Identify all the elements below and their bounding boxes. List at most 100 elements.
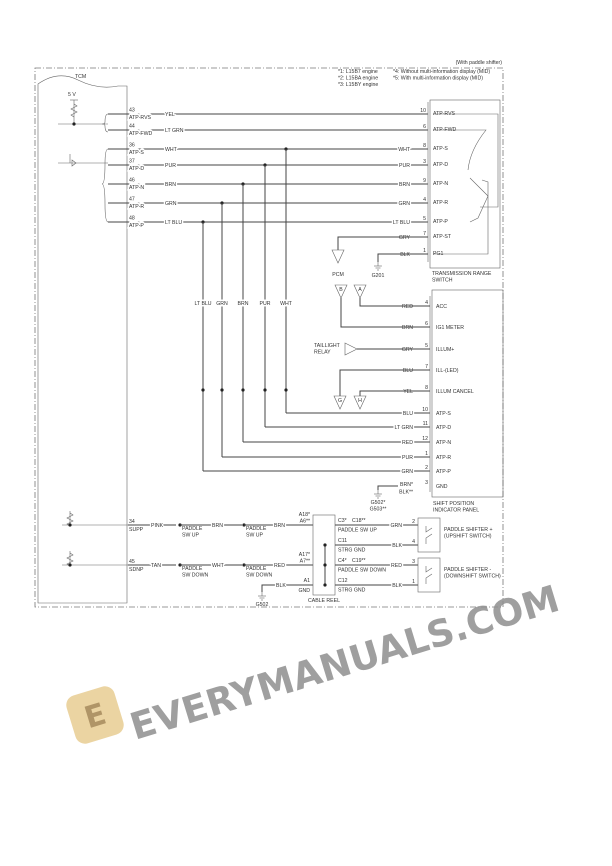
watermark-logo <box>66 686 124 744</box>
wire-color-label: GRY <box>399 235 411 241</box>
range-switch-pin-num: 6 <box>423 124 426 130</box>
tcm-pin-name: ATP-S <box>129 150 144 156</box>
tcm-pin-num: 37 <box>129 159 135 165</box>
wire-color-label: LT BLU <box>393 220 410 226</box>
inline-connector-label: SW DOWN <box>246 573 272 579</box>
panel-pin-name: ATP-N <box>436 440 451 446</box>
tcm-pin-name: ATP-RVS <box>129 115 152 121</box>
range-switch-pin-name: ATP-R <box>433 200 448 206</box>
wire-color-label: RED <box>391 563 402 569</box>
connector-b <box>334 284 348 299</box>
cable-reel-box <box>312 514 336 596</box>
pcm-label: PCM <box>332 272 344 278</box>
tcm-pin-name: ATP-R <box>129 204 144 210</box>
inline-connector-label: PADDLE <box>246 566 267 572</box>
wire-color-label: BRN <box>274 523 285 529</box>
panel-pin-name: IG1 METER <box>436 325 464 331</box>
panel-pin-name: ATP-P <box>436 469 451 475</box>
switch-contact-icon <box>425 566 433 584</box>
tcm-pin-name: ATP-N <box>129 185 144 191</box>
mid-note: *4: Without multi-information display (M… <box>393 69 490 75</box>
paddle-pin-num: 2 <box>412 519 415 525</box>
inline-connector-label: SW UP <box>246 533 264 539</box>
panel-pin-num: 12 <box>422 436 428 442</box>
range-switch-pin-name: ATP-P <box>433 219 448 225</box>
wire <box>261 584 313 592</box>
connector-dot <box>263 388 267 392</box>
connector-b-label: B <box>339 287 343 293</box>
cable-reel-circuit: PADDLE SW UP <box>338 528 377 534</box>
drop-wire-label: BRN <box>238 301 249 307</box>
resistor-icon <box>70 103 78 118</box>
drop-wire-label: PUR <box>260 301 271 307</box>
cable-reel-pin: C3* <box>338 518 347 524</box>
wire-color-label: GRN <box>401 469 413 475</box>
wire-color-label: LT GRN <box>165 128 184 134</box>
wire-color-label: BLK <box>392 543 402 549</box>
wire <box>339 369 430 396</box>
wire-color-label: TAN <box>151 563 161 569</box>
panel-pin-num: 5 <box>425 343 428 349</box>
panel-pin-num: 7 <box>425 364 428 370</box>
cable-reel-circuit: STRG GND <box>338 588 366 594</box>
range-switch-pin-num: 7 <box>423 231 426 237</box>
variant-label: (With paddle shifter) <box>456 60 503 66</box>
range-switch-title: SWITCH <box>432 278 453 284</box>
wire-color-label: GRN <box>165 201 177 207</box>
inline-connector-label: PADDLE <box>182 566 203 572</box>
inline-connector-label: PADDLE <box>182 526 203 532</box>
wire-color-label: BLK <box>276 583 286 589</box>
wire-color-label: BLK <box>392 583 402 589</box>
range-switch-pin-num: 8 <box>423 143 426 149</box>
connector-dot <box>284 388 288 392</box>
inline-connector-label: SW DOWN <box>182 573 208 579</box>
tcm-pin-name: ATP-D <box>129 166 144 172</box>
connector-a <box>353 284 367 299</box>
engine-note: *2: L15BA engine <box>338 76 378 82</box>
range-switch-pin-num: 5 <box>423 216 426 222</box>
splice-dot <box>68 563 72 567</box>
tcm-pin-num: 36 <box>129 143 135 149</box>
resistor-icon <box>66 512 74 527</box>
paddle-shifter-down-box <box>417 557 441 593</box>
shift-position-indicator-panel-box <box>431 289 504 498</box>
cable-reel-pin: C4* <box>338 558 347 564</box>
connector-h-label: H <box>358 398 362 404</box>
resistor-icon <box>66 552 74 567</box>
cable-reel-pin: C11 <box>338 538 347 544</box>
connector-dot <box>201 388 205 392</box>
wire-color-label: RED <box>274 563 285 569</box>
pcm-connector <box>331 249 345 264</box>
cable-reel-pin: A1 <box>304 578 310 584</box>
wire-color-label: BLU <box>403 368 413 374</box>
tcm-pin-num: 48 <box>129 216 135 222</box>
panel-ground-label: G502* <box>371 500 386 506</box>
paddle-pin-num: 3 <box>412 559 415 565</box>
drop-wire-label: WHT <box>280 301 293 307</box>
panel-pin-num: 10 <box>422 407 428 413</box>
cable-reel-pin: A17* <box>299 552 310 558</box>
wire-color-label: PUR <box>402 455 413 461</box>
tcm-pin-num: 43 <box>129 108 135 114</box>
tcm-pin-name: ATP-FWD <box>129 131 152 137</box>
switch-internal <box>433 179 489 255</box>
wire-color-label: BRN <box>399 182 410 188</box>
panel-pin-name: ACC <box>436 304 447 310</box>
wire-color-label: GRN <box>398 201 410 207</box>
engine-note: *3: L15BY engine <box>338 82 378 88</box>
range-switch-pin-num: 3 <box>423 159 426 165</box>
range-switch-pin-name: ATP-N <box>433 181 448 187</box>
cable-reel-pin: A6** <box>300 519 310 525</box>
wire <box>340 298 430 328</box>
panel-ground-label: G503** <box>370 507 387 513</box>
cable-reel-pin: A7** <box>300 559 310 565</box>
wire-color-label: PINK <box>151 523 164 529</box>
wire-blk-to-ground <box>377 253 400 262</box>
g201-label: G201 <box>372 273 385 279</box>
connector-a-label: A <box>358 287 362 293</box>
range-switch-pin-num: 10 <box>420 108 426 114</box>
mid-note: *5: With multi-information display (MID) <box>393 76 483 82</box>
drop-wire-label: GRN <box>216 301 228 307</box>
paddle-shifter-title: PADDLE SHIFTER - <box>444 567 491 573</box>
